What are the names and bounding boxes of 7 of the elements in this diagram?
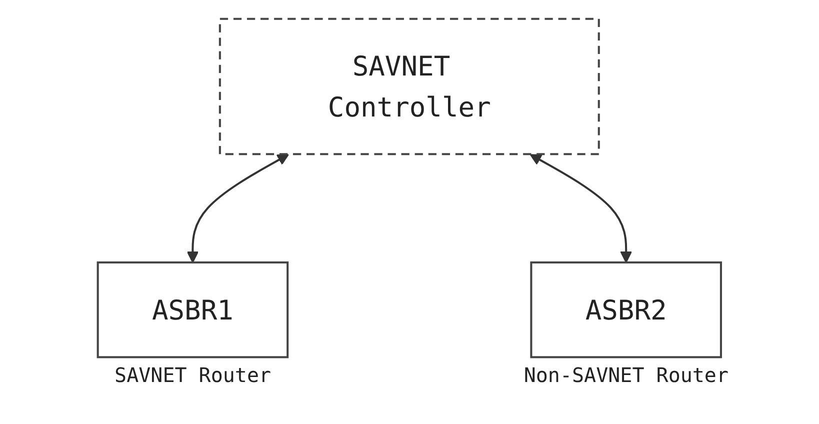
arrow — [530, 154, 632, 263]
arrow — [186, 154, 290, 263]
node-box: ASBR1 — [96, 261, 289, 358]
node-caption: Non-SAVNET Router — [524, 363, 729, 388]
node-box: ASBR2 — [530, 261, 722, 358]
node-box: SAVNET Controller — [219, 18, 600, 156]
node-caption: SAVNET Router — [114, 363, 272, 388]
